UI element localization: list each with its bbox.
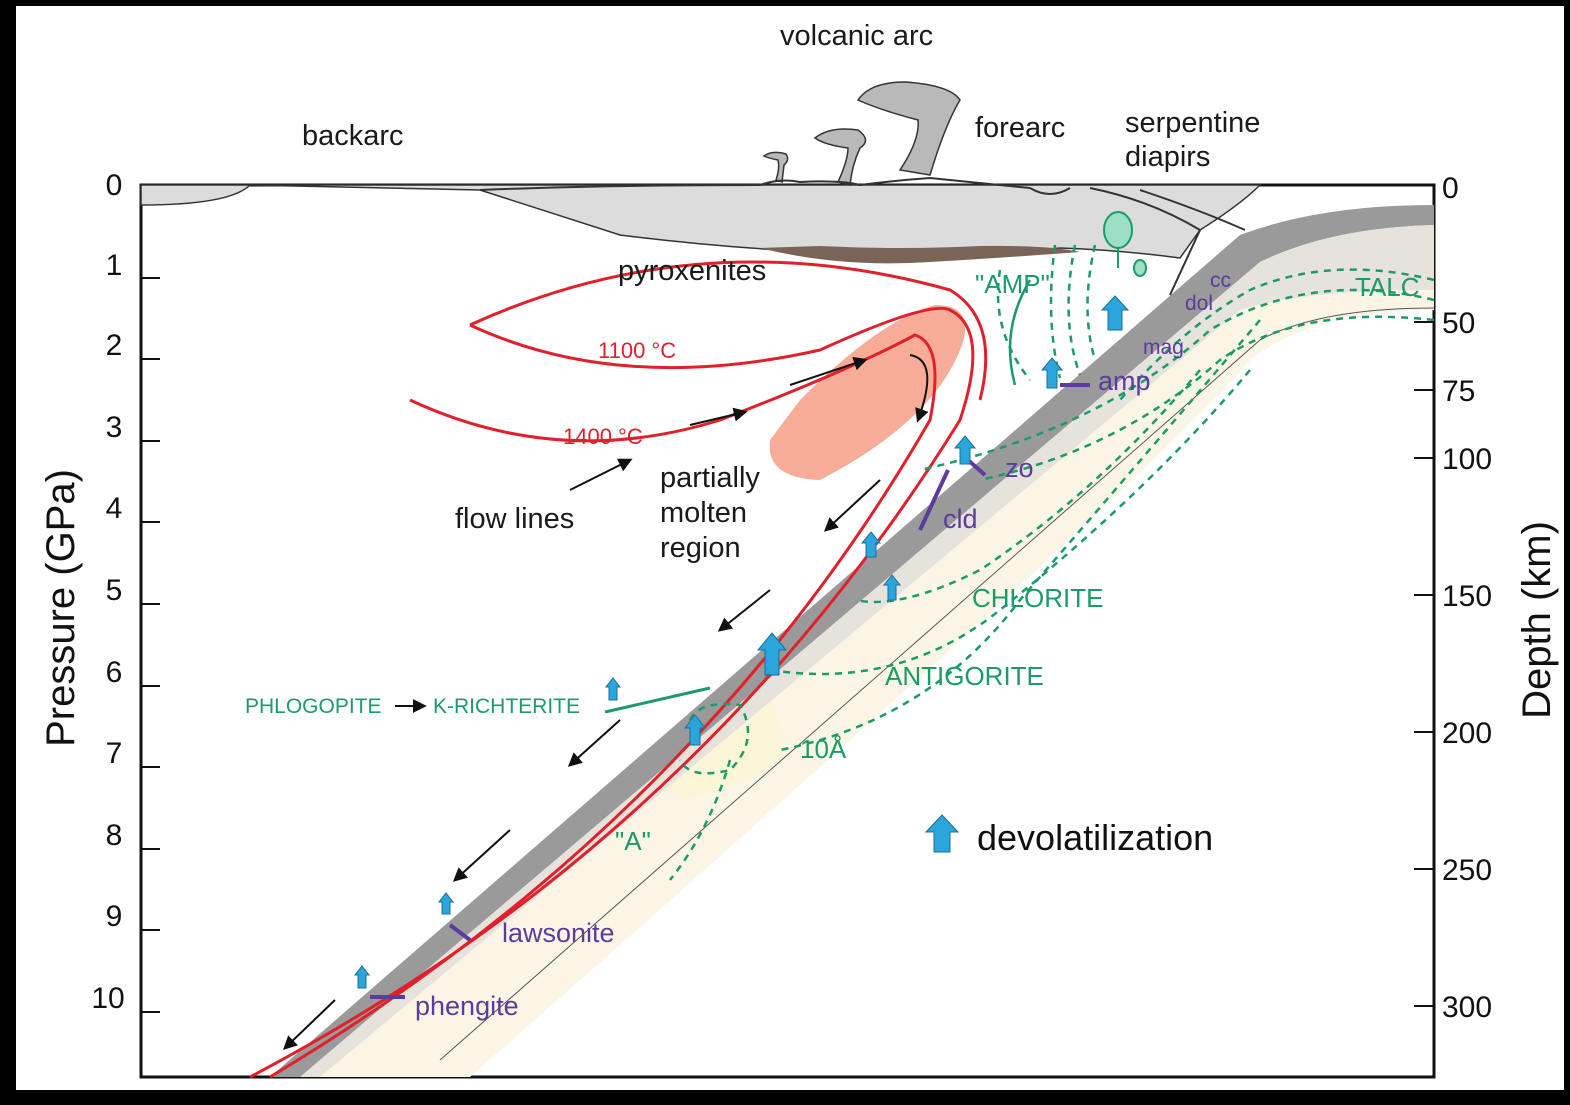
devolatilization-legend-label: devolatilization (977, 817, 1213, 858)
image-border-top (0, 0, 1570, 6)
amp-label: amp (1098, 366, 1151, 396)
phengite-label: phengite (415, 991, 519, 1021)
devolatilization-arrows (355, 296, 1128, 988)
phlogopite-label: PHLOGOPITE (245, 695, 382, 718)
backarc-label: backarc (302, 120, 404, 152)
flow-arrow-icon (690, 412, 745, 425)
devolatilization-arrow-icon (926, 815, 958, 852)
right-axis-title: Depth (km) (1515, 521, 1559, 719)
right-tick-100: 100 (1442, 443, 1492, 476)
serpentine-diapir-small (1134, 260, 1146, 276)
flow-lines-label: flow lines (455, 503, 574, 535)
right-tick-150: 150 (1442, 580, 1492, 613)
cc-label: cc (1210, 269, 1231, 292)
left-tick-3: 3 (106, 411, 123, 444)
volcano-large (858, 82, 960, 175)
flow-arrow-icon (826, 480, 880, 530)
devolatilization-arrow-icon (1102, 296, 1128, 330)
image-border-bottom (0, 1090, 1570, 1100)
left-tick-5: 5 (106, 574, 123, 607)
volcano-small (764, 152, 788, 182)
diapirs-label: diapirs (1125, 141, 1210, 173)
serpentine-diapir-large (1104, 212, 1132, 248)
right-axis-ticks (1414, 322, 1434, 1006)
left-tick-6: 6 (106, 656, 123, 689)
left-tick-9: 9 (106, 900, 123, 933)
ten-a-label: 10Å (800, 734, 847, 764)
antigorite-label: ANTIGORITE (885, 661, 1044, 691)
molten-label-1: partially (660, 462, 760, 494)
right-tick-250: 250 (1442, 854, 1492, 887)
right-axis-labels: 0 50 75 100 150 200 250 300 (1442, 172, 1492, 1024)
image-border-right (1564, 0, 1570, 1100)
pyroxenites-label: pyroxenites (618, 255, 766, 287)
flow-arrow-icon (570, 720, 620, 765)
image-border-left (0, 0, 16, 1100)
molten-label-2: molten (660, 497, 747, 529)
devolatilization-arrow-icon (1042, 358, 1062, 388)
left-axis-ticks (141, 278, 160, 1012)
left-axis-title: Pressure (GPa) (39, 469, 83, 747)
dol-label: dol (1185, 292, 1213, 315)
cld-label: cld (943, 504, 978, 534)
flow-arrow-icon (455, 830, 510, 880)
devolatilization-arrow-icon (606, 678, 620, 700)
devolatilization-arrow-icon (955, 436, 975, 464)
zo-label: zo (1005, 453, 1034, 483)
left-tick-4: 4 (106, 492, 123, 525)
partially-molten-region (770, 305, 966, 480)
mag-label: mag (1143, 336, 1184, 359)
a-phase-label: "A" (615, 826, 651, 856)
overriding-crust (141, 185, 1260, 258)
flow-arrow-icon (720, 590, 770, 630)
talc-label: TALC (1355, 272, 1420, 302)
right-tick-200: 200 (1442, 717, 1492, 750)
left-tick-0: 0 (106, 169, 123, 202)
phlogopite-reaction-line (605, 688, 710, 712)
devolatilization-arrow-icon (439, 893, 453, 914)
flow-lines-pointer (570, 460, 630, 490)
volcanic-arc-label: volcanic arc (780, 20, 933, 52)
left-tick-2: 2 (106, 329, 123, 362)
isotherm-1400-label: 1400 °C (563, 424, 643, 449)
left-axis-labels: 0 1 2 3 4 5 6 7 8 9 10 (91, 169, 124, 1015)
chlorite-label: CHLORITE (972, 583, 1103, 613)
right-tick-0: 0 (1442, 172, 1459, 205)
serpentine-label: serpentine (1125, 107, 1260, 139)
right-tick-50: 50 (1442, 307, 1475, 340)
volcano-medium (815, 129, 866, 185)
left-tick-10: 10 (91, 982, 124, 1015)
k-richterite-label: K-RICHTERITE (433, 695, 580, 718)
left-tick-8: 8 (106, 819, 123, 852)
left-tick-7: 7 (106, 737, 123, 770)
right-tick-75: 75 (1442, 375, 1475, 408)
isotherm-1100-label: 1100 °C (598, 338, 676, 363)
left-tick-1: 1 (106, 249, 123, 282)
molten-label-3: region (660, 532, 741, 564)
lawsonite-label: lawsonite (502, 918, 615, 948)
amp-phase-label: "AMP" (975, 269, 1050, 299)
devolatilization-arrow-icon (355, 966, 369, 988)
right-tick-300: 300 (1442, 991, 1492, 1024)
forearc-label: forearc (975, 112, 1065, 144)
pyroxenite-body (760, 246, 1080, 264)
